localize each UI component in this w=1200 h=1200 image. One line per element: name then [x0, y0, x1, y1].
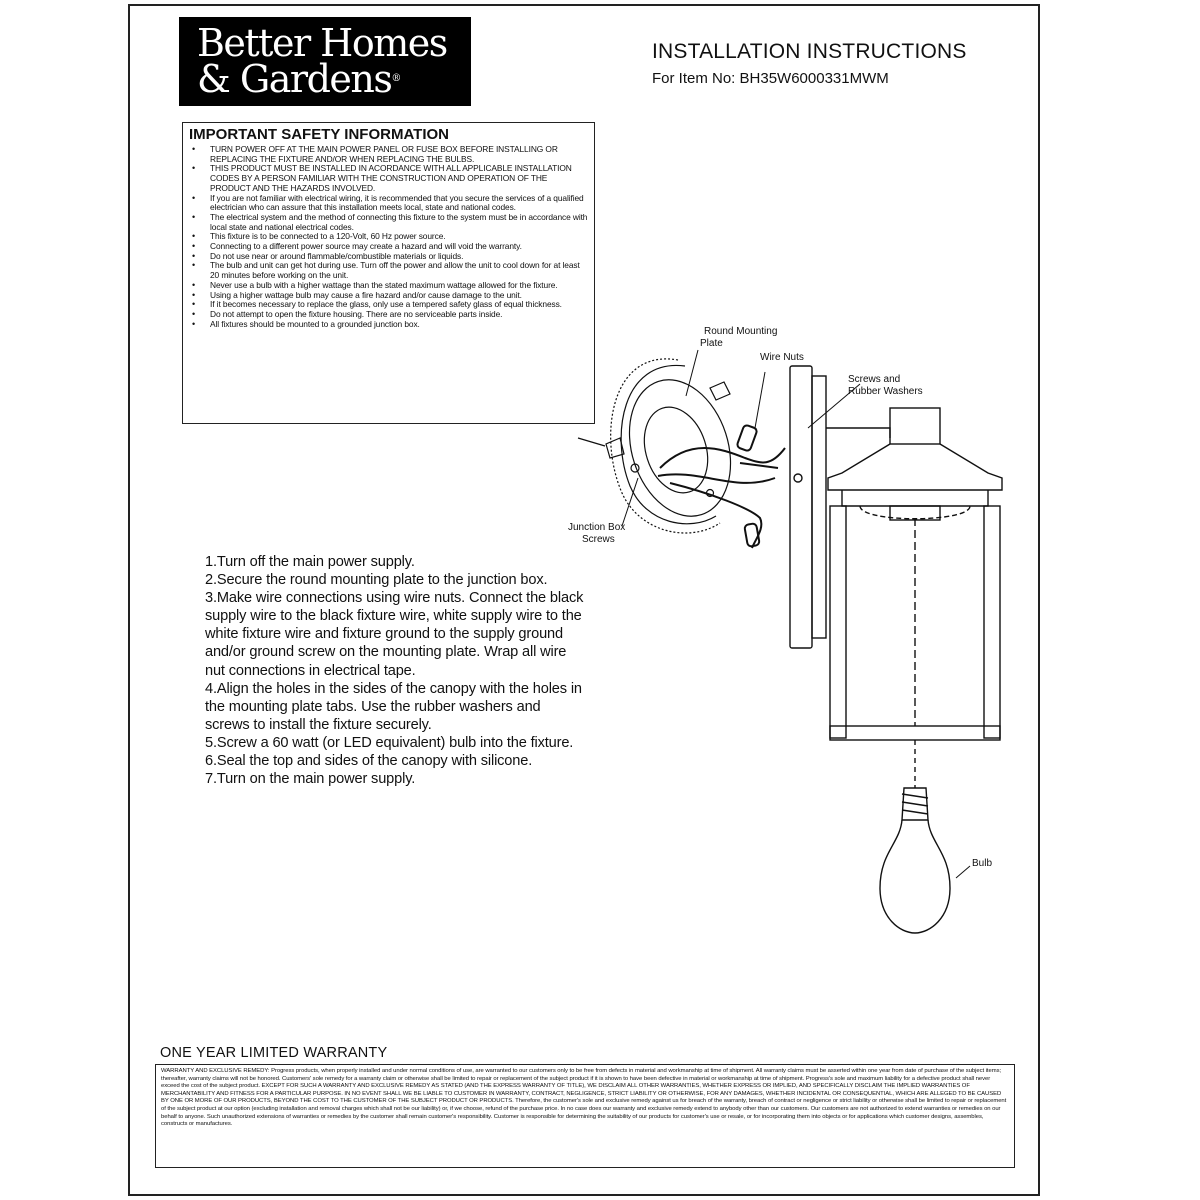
- bulb-drawing: [879, 787, 951, 934]
- warranty-title: ONE YEAR LIMITED WARRANTY: [160, 1045, 388, 1061]
- safety-item: All fixtures should be mounted to a grou…: [189, 319, 588, 330]
- label-wire-nuts: Wire Nuts: [760, 352, 804, 363]
- document-title: INSTALLATION INSTRUCTIONS: [652, 40, 967, 63]
- step-item: 6.Seal the top and sides of the canopy w…: [205, 753, 533, 770]
- label-mounting-plate-line2: Plate: [700, 338, 723, 349]
- label-junction-line2: Screws: [582, 534, 615, 545]
- safety-item: Do not use near or around flammable/comb…: [189, 251, 588, 262]
- brand-logo-line2: & Gardens®: [197, 60, 471, 98]
- installation-diagram-svg: Round Mounting Plate Wire Nuts Screws an…: [568, 326, 1003, 934]
- safety-list: TURN POWER OFF AT THE MAIN POWER PANEL O…: [189, 144, 588, 330]
- safety-item: If you are not familiar with electrical …: [189, 193, 588, 213]
- safety-item: Never use a bulb with a higher wattage t…: [189, 280, 588, 291]
- brand-logo: Better Homes & Gardens®: [179, 17, 471, 106]
- step-item: 1.Turn off the main power supply.: [205, 554, 415, 570]
- safety-item: The electrical system and the method of …: [189, 212, 588, 232]
- brand-logo-line2-text: & Gardens: [197, 57, 393, 101]
- callout-leaders: [621, 349, 971, 879]
- registered-mark: ®: [391, 73, 402, 84]
- safety-item: THIS PRODUCT MUST BE INSTALLED IN ACORDA…: [189, 164, 588, 193]
- step-item: 2.Secure the round mounting plate to the…: [205, 572, 548, 589]
- label-screws-line2: Rubber Washers: [848, 386, 923, 397]
- label-junction-line1: Junction Box: [568, 522, 625, 533]
- safety-item: Using a higher wattage bulb may cause a …: [189, 290, 588, 301]
- safety-item: Connecting to a different power source m…: [189, 241, 588, 252]
- step-item: 7.Turn on the main power supply.: [205, 771, 416, 788]
- installation-diagram: Round Mounting Plate Wire Nuts Screws an…: [560, 318, 1020, 938]
- mounting-plate-drawing: [577, 358, 732, 534]
- label-bulb: Bulb: [972, 858, 992, 869]
- item-number: For Item No: BH35W6000331MWM: [652, 70, 889, 87]
- safety-item: If it becomes necessary to replace the g…: [189, 300, 588, 310]
- safety-item: Do not attempt to open the fixture housi…: [189, 309, 588, 320]
- step-item: 4.Align the holes in the sides of the ca…: [205, 680, 582, 733]
- safety-information-box: IMPORTANT SAFETY INFORMATION TURN POWER …: [182, 122, 595, 424]
- step-item: 5.Screw a 60 watt (or LED equivalent) bu…: [205, 734, 574, 751]
- warranty-box: WARRANTY AND EXCLUSIVE REMEDY: Progress …: [155, 1064, 1015, 1168]
- fixture-drawing: [789, 365, 1003, 788]
- safety-item: TURN POWER OFF AT THE MAIN POWER PANEL O…: [189, 144, 588, 164]
- label-screws-line1: Screws and: [848, 374, 900, 385]
- installation-steps: 1.Turn off the main power supply. 2.Secu…: [205, 553, 587, 788]
- step-item: 3.Make wire connections using wire nuts.…: [205, 590, 584, 679]
- safety-heading: IMPORTANT SAFETY INFORMATION: [189, 126, 449, 143]
- safety-item: This fixture is to be connected to a 120…: [189, 232, 588, 242]
- wires-drawing: [657, 424, 786, 549]
- brand-logo-line1: Better Homes: [197, 21, 448, 65]
- safety-item: The bulb and unit can get hot during use…: [189, 260, 588, 280]
- warranty-text: WARRANTY AND EXCLUSIVE REMEDY: Progress …: [161, 1068, 1007, 1128]
- label-mounting-plate-line1: Round Mounting: [704, 326, 777, 337]
